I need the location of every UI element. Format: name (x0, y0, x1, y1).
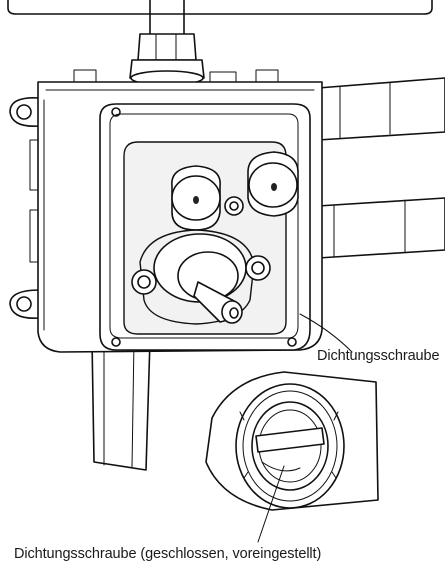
leader-line-seal-screw (299, 313, 353, 353)
seal-screw-label: Dichtungsschraube (317, 348, 440, 364)
mounting-lug-bottom (9, 289, 41, 320)
mounting-lug-top (9, 96, 41, 128)
valve-side-screw-left (131, 269, 157, 295)
leader-line-seal-screw-closed (257, 465, 285, 543)
valve-side-screw-right (245, 255, 271, 281)
shutoff-cap-left (171, 165, 221, 231)
small-screw-center (224, 196, 244, 216)
seal-screw-detail (205, 371, 379, 511)
right-supply-pipes (317, 77, 445, 259)
top-supply-pipe (129, 0, 205, 86)
bottom-outlet-pipe (91, 339, 151, 471)
top-frame-edge (7, 0, 433, 15)
valve-body (139, 229, 255, 325)
seal-screw-closed-label: Dichtungsschraube (geschlossen, voreinge… (14, 546, 322, 562)
shutoff-cap-right (247, 151, 299, 217)
